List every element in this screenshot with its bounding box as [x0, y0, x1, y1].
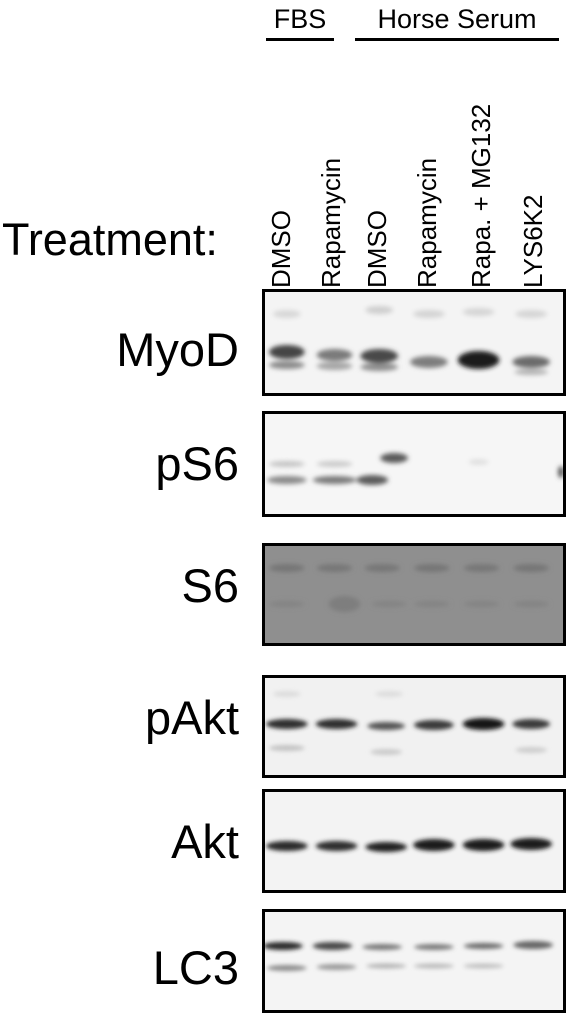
lane-label-5: Rapa. + MG132	[466, 103, 496, 288]
group-line-fbs	[266, 38, 334, 41]
blot-image-pakt	[265, 678, 563, 775]
blot-panel-akt	[262, 789, 566, 893]
group-line-horse-serum	[355, 38, 559, 41]
lane-label-2: Rapamycin	[316, 157, 346, 288]
blot-panel-ps6	[262, 411, 566, 517]
blot-image-ps6	[265, 414, 563, 514]
blot-image-lc3	[265, 912, 563, 1010]
blot-panel-lc3	[262, 909, 566, 1013]
blot-label-myod: MyoD	[116, 323, 239, 376]
lane-label-6: LYS6K2	[518, 194, 548, 288]
blot-label-akt: Akt	[171, 815, 239, 868]
blot-label-pakt: pAkt	[144, 691, 239, 744]
lane-label-1: DMSO	[266, 210, 296, 288]
blot-label-s6: S6	[181, 559, 240, 612]
lane-label-4: Rapamycin	[412, 157, 442, 288]
blot-label-lc3: LC3	[152, 941, 239, 994]
treatment-label: Treatment:	[2, 214, 218, 265]
blot-panel-s6	[262, 543, 566, 646]
group-label-horse-serum: Horse Serum	[377, 4, 537, 34]
blot-image-s6	[265, 546, 563, 643]
blot-panel-myod	[262, 289, 566, 396]
lane-label-3: DMSO	[362, 210, 392, 288]
blot-panel-pakt	[262, 675, 566, 778]
blot-image-myod	[265, 292, 563, 393]
group-label-fbs: FBS	[273, 4, 327, 34]
blot-label-ps6: pS6	[155, 437, 239, 490]
blot-image-akt	[265, 792, 563, 890]
